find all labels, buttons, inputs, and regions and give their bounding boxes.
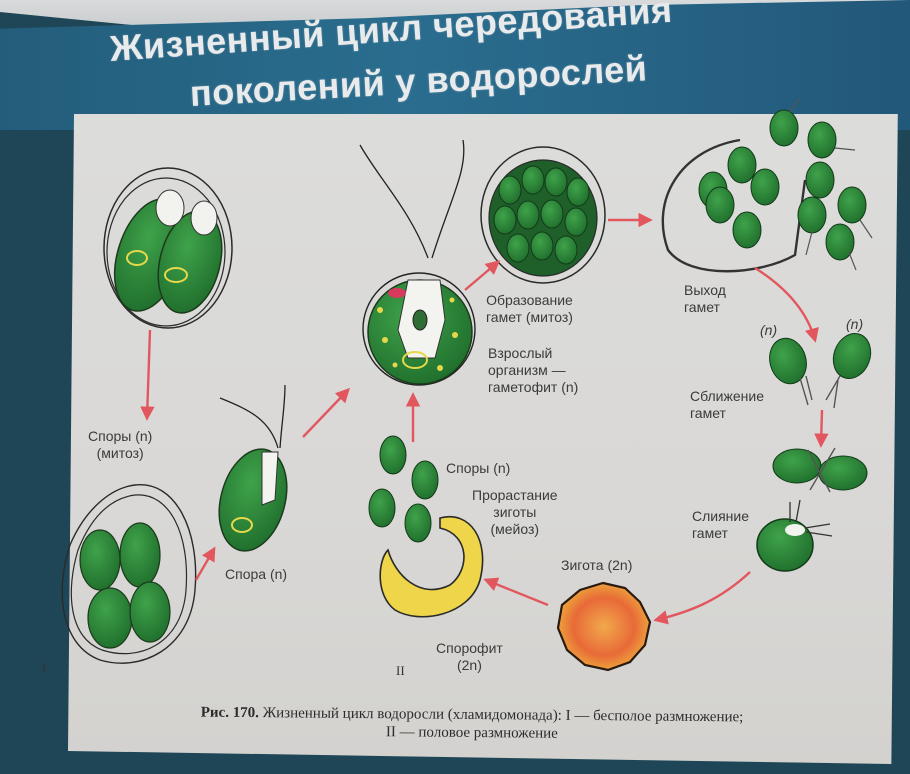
label-approach-line-1: Сближение bbox=[690, 388, 764, 404]
label-gamete-fusion: Слияние гамет bbox=[692, 508, 749, 542]
adult-gametophyte-icon bbox=[359, 139, 476, 386]
label-adult-line-1: Взрослый bbox=[488, 345, 553, 361]
label-adult-line-2: организм — bbox=[488, 362, 566, 378]
approaching-gametes-icon bbox=[769, 333, 872, 409]
label-ploidy-left: (n) bbox=[760, 322, 778, 338]
label-zygote: Зигота (2n) bbox=[561, 557, 633, 573]
fusing-gametes-icon bbox=[772, 447, 868, 493]
arrow-to-gamete-formation bbox=[464, 260, 501, 291]
label-gamete-exit: Выход гамет bbox=[684, 282, 726, 316]
zygote-icon bbox=[556, 581, 652, 672]
arrow-to-zygote bbox=[653, 571, 751, 625]
label-adult-gametophyte: Взрослый организм — гаметофит (n) bbox=[488, 345, 578, 396]
label-sporophyte-line-2: (2n) bbox=[456, 657, 482, 673]
gamete-exit-icon bbox=[661, 97, 873, 273]
label-spores-line-2: (митоз) bbox=[96, 445, 144, 461]
label-fusion-line-2: гамет bbox=[692, 525, 728, 541]
label-germination-line-3: (мейоз) bbox=[490, 521, 540, 537]
arrow-to-sporophyte bbox=[483, 577, 549, 607]
arrow-to-fusion bbox=[814, 409, 829, 448]
label-spores-n: Споры (n) bbox=[446, 460, 511, 476]
dividing-cell-icon bbox=[103, 167, 233, 329]
gamete-formation-icon bbox=[480, 146, 606, 284]
label-fusion-line-1: Слияние bbox=[692, 508, 750, 524]
label-zygote-germination: Прорастание зиготы (мейоз) bbox=[472, 487, 558, 538]
label-spore: Спора (n) bbox=[225, 566, 288, 582]
label-adult-line-3: гаметофит (n) bbox=[488, 379, 579, 395]
spore-sporangium-icon bbox=[61, 484, 197, 664]
label-sporophyte: Спорофит (2n) bbox=[436, 640, 503, 674]
label-roman-i: I bbox=[42, 660, 47, 675]
label-ploidy-right: (n) bbox=[846, 316, 864, 332]
single-spore-icon bbox=[218, 384, 288, 552]
arrow-down bbox=[140, 329, 155, 421]
label-spores-mitosis: Споры (n) (митоз) bbox=[88, 428, 152, 462]
label-gamete-exit-line-2: гамет bbox=[684, 299, 720, 315]
released-spores-icon bbox=[368, 435, 439, 543]
label-approach-line-2: гамет bbox=[690, 405, 726, 421]
label-gamete-formation: Образование гамет (митоз) bbox=[486, 292, 573, 326]
label-spores-line-1: Споры (n) bbox=[88, 428, 153, 444]
fused-zygote-icon bbox=[756, 499, 833, 572]
arrow-to-adult-left bbox=[302, 387, 350, 438]
label-germination-line-2: зиготы bbox=[493, 504, 537, 520]
sporophyte-icon bbox=[379, 515, 484, 618]
caption-figure-number: Рис. 170. bbox=[200, 704, 260, 722]
caption-text-1: Жизненный цикл водоросли (хламидомонада)… bbox=[262, 705, 744, 726]
label-gamete-formation-line-2: гамет (митоз) bbox=[486, 309, 573, 325]
arrow-to-approach bbox=[754, 266, 819, 343]
label-roman-ii: II bbox=[396, 663, 405, 678]
label-gamete-exit-line-1: Выход bbox=[684, 282, 726, 298]
label-gamete-formation-line-1: Образование bbox=[486, 292, 573, 308]
label-sporophyte-line-1: Спорофит bbox=[436, 640, 503, 656]
cycle-arrows bbox=[140, 212, 829, 625]
arrow-to-spore bbox=[194, 546, 216, 581]
label-germination-line-1: Прорастание bbox=[472, 487, 558, 503]
label-gamete-approach: Сближение гамет bbox=[690, 388, 764, 422]
figure-caption: Рис. 170. Жизненный цикл водоросли (хлам… bbox=[32, 702, 910, 746]
